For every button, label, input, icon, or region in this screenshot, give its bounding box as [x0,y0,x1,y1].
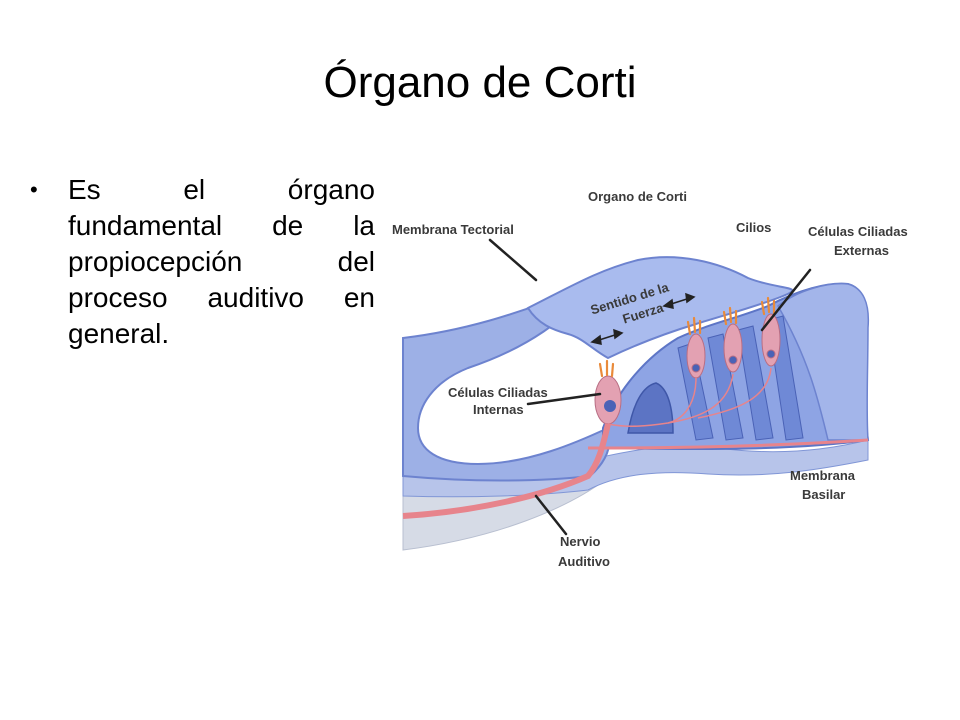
outer-tissue [777,282,870,441]
inner-hair-cell [594,375,622,425]
bullet-text: Es el órgano fundamental de la propiocep… [68,174,375,349]
label-membrana-basilar-2: Basilar [802,487,845,502]
force-arrows [590,292,696,345]
label-celulas-externas-1: Células Ciliadas [808,224,908,239]
basilar-membrane-line [587,438,869,450]
slide-title: Órgano de Corti [323,58,637,107]
bullet-dot-icon: • [30,177,38,202]
label-cilios: Cilios [736,220,771,235]
diagram-title: Organo de Corti [588,189,687,204]
outer-hair-cells [686,313,781,379]
label-nervio-1: Nervio [560,534,601,549]
leader-lines [488,238,812,536]
label-celulas-externas-2: Externas [834,243,889,258]
label-celulas-internas-2: Internas [473,402,524,417]
cilia [598,296,776,378]
tunnel-of-corti [627,382,674,434]
nerve-branches [607,367,772,427]
auditory-nerve [402,423,611,519]
organ-of-corti-diagram: Organo de Corti Membrana Tectorial Cilio… [378,178,938,583]
label-membrana-basilar-1: Membrana [790,468,856,483]
label-nervio-2: Auditivo [558,554,610,569]
label-celulas-internas-1: Células Ciliadas [448,385,548,400]
bullet-list: • Es el órgano fundamental de la propioc… [30,172,375,352]
bullet-item: • Es el órgano fundamental de la propioc… [30,172,375,352]
label-membrana-tectorial: Membrana Tectorial [392,222,514,237]
diagram-canvas: Organo de Corti Membrana Tectorial Cilio… [392,189,908,569]
